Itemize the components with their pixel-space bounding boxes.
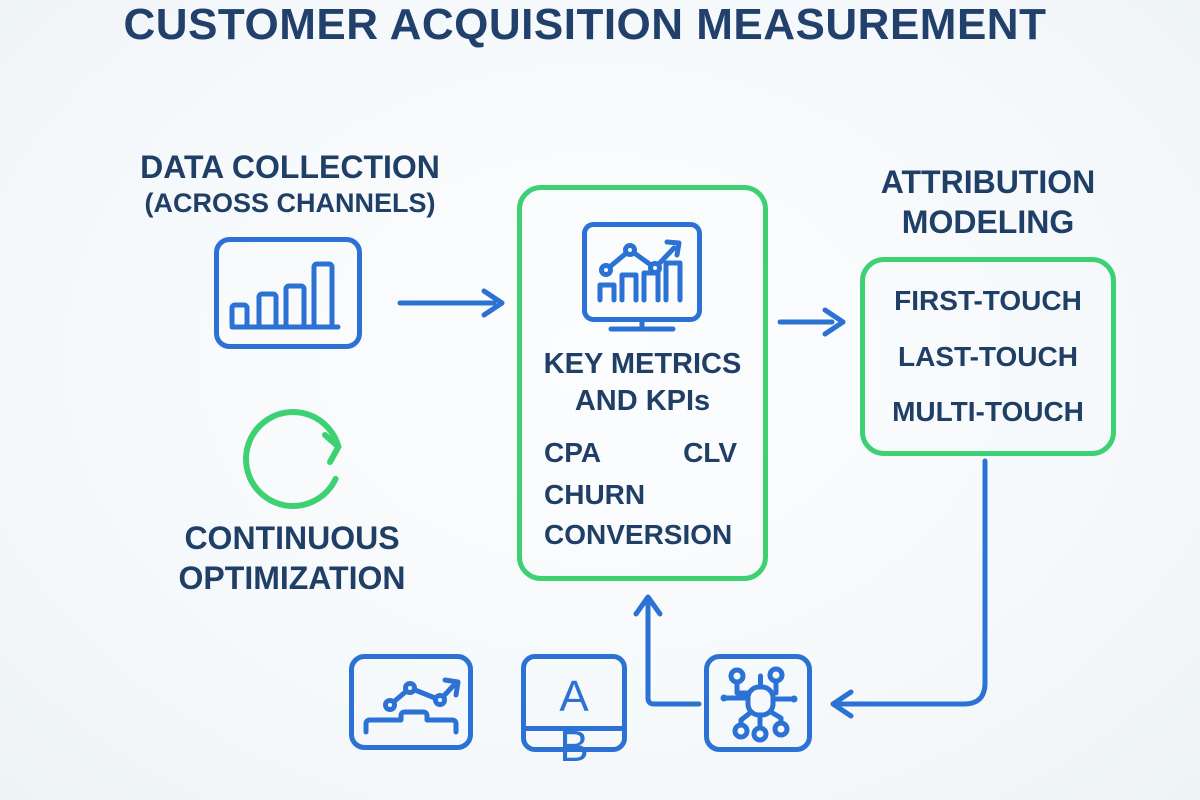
trend-chart-icon [349,654,473,750]
metric-cpa: CPA [544,437,602,468]
bar-chart-frame [214,237,362,349]
ab-test-divider [526,726,622,731]
trend-chart-arrowhead [442,677,461,698]
trend-dot [623,243,637,257]
trend-chart-frame [349,654,473,750]
attribution-title-line1: ATTRIBUTION [880,164,1096,200]
trend-chart-line [387,683,456,708]
network-frame [704,654,812,752]
refresh-cycle-icon [243,409,342,509]
model-first-touch: FIRST-TOUCH [894,285,1082,317]
arrow-metrics-to-attribution [777,307,846,337]
optimization-title-line2: OPTIMIZATION [178,560,406,596]
arrow-attribution-to-network [830,458,988,719]
attribution-label: ATTRIBUTION MODELING [838,162,1138,242]
key-metrics-title-line2: AND KPIs [574,385,711,417]
metric-churn: CHURN [544,479,646,510]
bar-2 [256,291,279,330]
trend-chart-dot [383,698,397,712]
data-collection-label: DATA COLLECTION (ACROSS CHANNELS) [90,148,490,220]
trend-line [603,245,677,273]
data-collection-subtitle: (ACROSS CHANNELS) [144,188,436,218]
mini-bar-3 [641,270,661,303]
key-metrics-title-line1: KEY METRICS [543,348,742,380]
network-link [770,678,779,696]
mini-bar-1 [597,282,617,303]
trend-chart-ground [363,709,459,735]
metrics-row: CPA CLV [544,437,737,469]
model-last-touch: LAST-TOUCH [898,340,1078,372]
model-multi-touch: MULTI-TOUCH [892,395,1084,427]
data-collection-title: DATA COLLECTION [140,149,440,185]
attribution-title-line2: MODELING [901,204,1075,240]
bar-4 [311,261,335,330]
optimization-label: CONTINUOUS OPTIMIZATION [92,518,492,598]
page-title: CUSTOMER ACQUISITION MEASUREMENT [123,0,1047,49]
arrow-network-to-metrics [633,594,702,707]
attribution-network-icon [704,654,812,752]
network-link [734,679,751,696]
trend-dot [599,263,613,277]
mini-bar-4 [663,260,683,303]
optimization-title-line1: CONTINUOUS [184,520,400,556]
metric-clv: CLV [683,437,737,468]
arrow-data-to-metrics [397,288,505,318]
bar-1 [229,302,250,330]
key-metrics-title: KEY METRICS AND KPIs [522,346,763,420]
network-link [738,710,753,728]
bar-3 [283,283,307,330]
analytics-monitor-icon [582,222,702,332]
trend-chart-dot [433,693,447,707]
trend-arrowhead [664,239,682,258]
metric-conversion: CONVERSION [544,519,733,550]
trend-chart-dot [403,681,417,695]
ab-test-icon: A B [521,654,627,771]
bar-chart-icon [214,237,362,349]
ab-test-label: A B [559,672,598,771]
key-metrics-box: KEY METRICS AND KPIs CPA CLV CHURN CONVE… [517,185,768,581]
attribution-models-box: FIRST-TOUCH LAST-TOUCH MULTI-TOUCH [860,257,1116,456]
network-link [768,709,784,726]
refresh-arrowhead [322,432,342,465]
refresh-arc [243,409,342,509]
mini-bar-2 [619,272,639,303]
